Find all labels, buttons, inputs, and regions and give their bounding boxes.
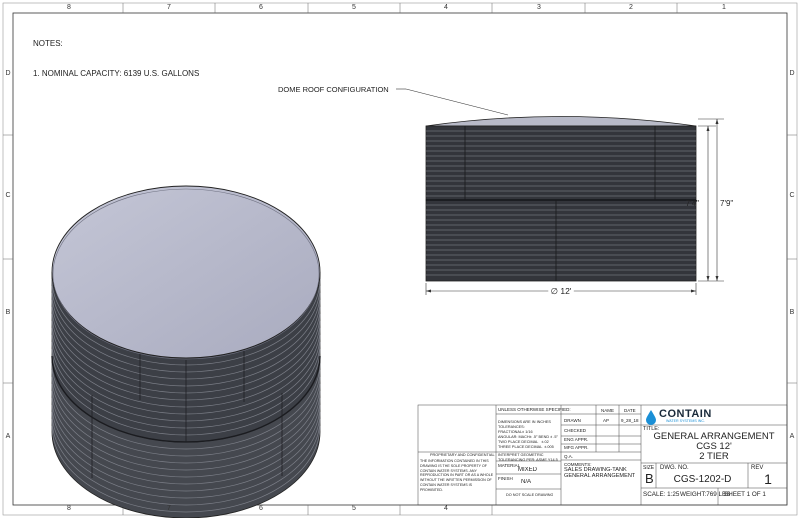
zone-row-a-right: A bbox=[789, 433, 795, 440]
tb-rev-value: 1 bbox=[764, 471, 772, 487]
tb-date-header: DATE bbox=[624, 408, 636, 413]
elevation-upper-tier bbox=[425, 125, 697, 201]
dimension-arrows bbox=[426, 119, 719, 293]
iso-roof bbox=[51, 185, 321, 359]
tb-scale: SCALE: 1:25 bbox=[643, 491, 680, 498]
dome-roof bbox=[425, 116, 697, 127]
callout-label: DOME ROOF CONFIGURATION bbox=[278, 85, 389, 94]
tb-qa-label: Q.A. bbox=[564, 454, 574, 459]
tb-finish-value: N/A bbox=[521, 479, 532, 485]
dim-wall-height: 7'4" bbox=[686, 199, 699, 208]
tb-interpret: INTERPRET GEOMETRIC TOLERANCING PER: ASM… bbox=[498, 453, 558, 462]
zone-col-5-top: 5 bbox=[352, 4, 356, 11]
tb-weight: WEIGHT:769 LBS bbox=[680, 491, 731, 498]
tb-rev-label: REV bbox=[751, 465, 764, 471]
zone-col-5-bottom: 5 bbox=[352, 505, 356, 512]
zone-row-d-left: D bbox=[5, 70, 11, 77]
elevation-panel-seams bbox=[464, 126, 656, 281]
zone-col-1-top: 1 bbox=[722, 4, 726, 11]
zone-row-c-right: C bbox=[789, 192, 795, 199]
zone-col-7-bottom: 7 bbox=[167, 505, 171, 512]
isometric-tank-view bbox=[51, 185, 321, 518]
tb-material-label: MATERIAL bbox=[498, 463, 521, 468]
zone-col-8-top: 8 bbox=[67, 4, 71, 11]
tb-name-header: NAME bbox=[601, 408, 615, 413]
tb-no-scale: DO NOT SCALE DRAWING bbox=[506, 493, 554, 497]
tb-dwg-label: DWG. NO. bbox=[660, 465, 689, 471]
iso-roof-rim bbox=[52, 188, 320, 360]
tb-drawn-label: DRAWN bbox=[564, 418, 581, 423]
zone-row-b-left: B bbox=[5, 309, 11, 316]
logo-drop-icon bbox=[646, 410, 656, 425]
zone-col-4-top: 4 bbox=[444, 4, 448, 11]
tb-drawn-date: 9_28_18 bbox=[621, 418, 639, 423]
tb-title-line1: GENERAL ARRANGEMENT bbox=[653, 431, 775, 442]
notes: NOTES: 1. NOMINAL CAPACITY: 6139 U.S. GA… bbox=[33, 19, 199, 89]
zone-col-8-bottom: 8 bbox=[67, 505, 71, 512]
tb-checked-label: CHECKED bbox=[564, 428, 587, 433]
tb-finish-label: FINISH bbox=[498, 476, 513, 481]
tb-dwg-value: CGS-1202-D bbox=[673, 474, 732, 485]
tb-unless: UNLESS OTHERWISE SPECIFIED: bbox=[498, 407, 571, 412]
tb-sheet: SHEET 1 OF 1 bbox=[724, 491, 766, 498]
zone-row-b-right: B bbox=[789, 309, 795, 316]
zone-row-c-left: C bbox=[5, 192, 11, 199]
tb-comments-text: SALES DRAWING-TANK GENERAL ARRANGEMENT bbox=[564, 467, 636, 480]
tb-size-value: B bbox=[645, 471, 654, 486]
elevation-corrugations bbox=[426, 130, 696, 276]
tb-comments-label: COMMENTS: bbox=[564, 462, 592, 467]
notes-heading: NOTES: bbox=[33, 39, 63, 48]
zone-col-7-top: 7 bbox=[167, 4, 171, 11]
title-block-grid bbox=[417, 404, 788, 506]
dim-diameter: ∅ 12' bbox=[551, 286, 572, 296]
tb-mfg-label: MFG APPR. bbox=[564, 445, 589, 450]
zone-row-a-left: A bbox=[5, 433, 11, 440]
tb-proprietary-text: THE INFORMATION CONTAINED IN THIS DRAWIN… bbox=[420, 459, 494, 492]
zone-col-6-bottom: 6 bbox=[259, 505, 263, 512]
zone-col-4-bottom: 4 bbox=[444, 505, 448, 512]
tb-material-value: MIXED bbox=[518, 467, 538, 473]
tb-title-line2: CGS 12' bbox=[696, 441, 732, 452]
dim-total-height: 7'9" bbox=[720, 199, 733, 208]
zone-row-d-right: D bbox=[789, 70, 795, 77]
tb-size-label: SIZE bbox=[643, 465, 655, 471]
tb-proprietary-title: PROPRIETARY AND CONFIDENTIAL bbox=[430, 453, 495, 457]
tb-tolerances: DIMENSIONS ARE IN INCHES TOLERANCES: FRA… bbox=[498, 420, 558, 449]
note-capacity: 1. NOMINAL CAPACITY: 6139 U.S. GALLONS bbox=[33, 69, 200, 78]
elevation-lower-tier bbox=[425, 199, 697, 282]
dimension-lines bbox=[396, 88, 724, 295]
tb-title-line3: 2 TIER bbox=[699, 451, 729, 462]
tb-drawn-name: AP bbox=[603, 418, 610, 423]
tb-company: CONTAIN bbox=[659, 408, 712, 420]
zone-col-6-top: 6 bbox=[259, 4, 263, 11]
tb-eng-label: ENG APPR. bbox=[564, 437, 589, 442]
tb-company-sub: WATER SYSTEMS INC. bbox=[666, 419, 705, 423]
zone-col-3-top: 3 bbox=[537, 4, 541, 11]
elevation-tank-view bbox=[396, 88, 724, 295]
tb-title-label: TITLE: bbox=[643, 426, 660, 432]
zone-col-2-top: 2 bbox=[629, 4, 633, 11]
